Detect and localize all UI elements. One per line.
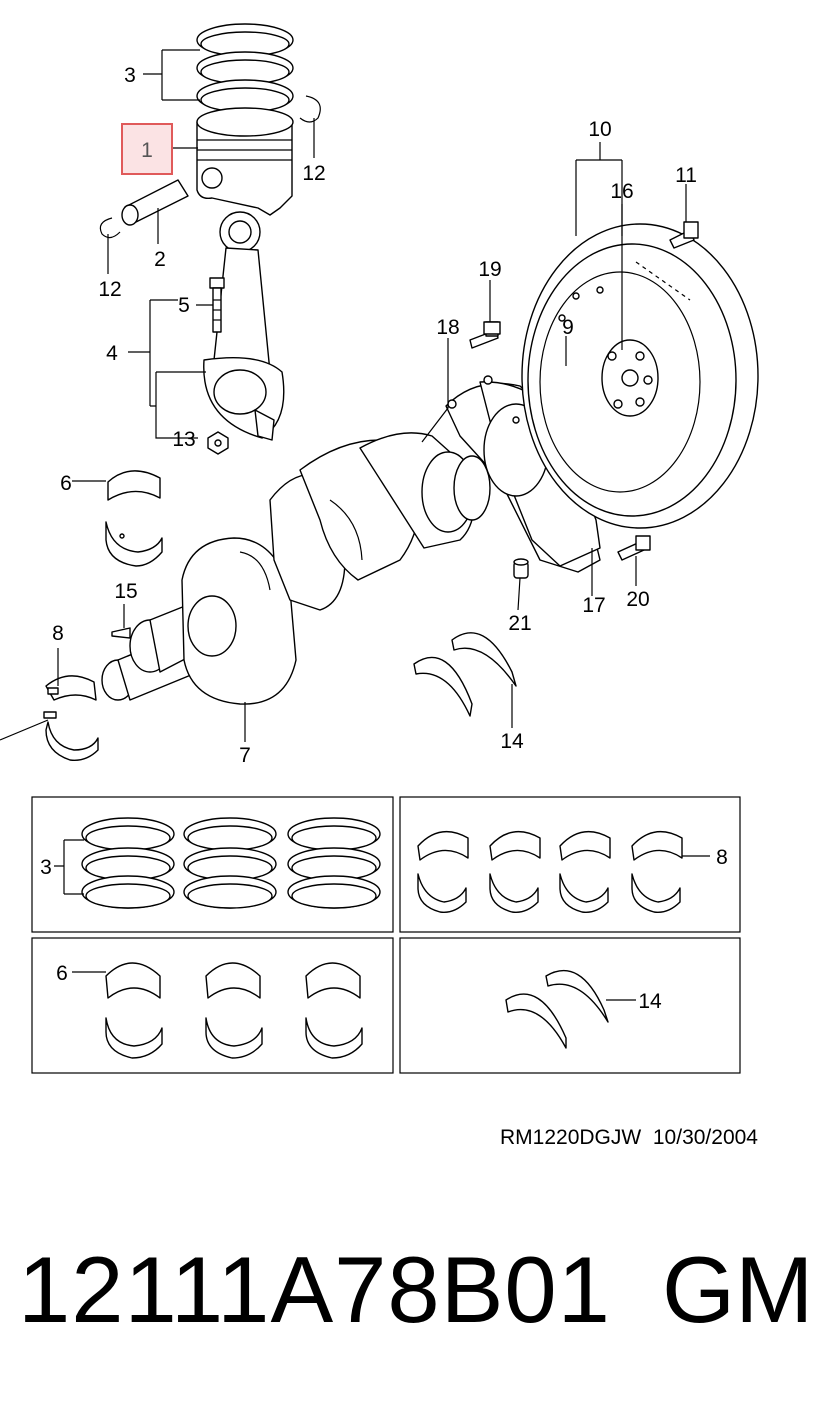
housing-bolt-20 xyxy=(617,535,651,561)
callout-2: 2 xyxy=(154,248,166,271)
reference-code-id: RM1220DGJW xyxy=(500,1126,642,1149)
flywheel-bolt xyxy=(669,221,699,249)
leader-lines xyxy=(0,49,687,742)
callout-8: 8 xyxy=(52,622,64,645)
housing-bolt-19 xyxy=(483,321,501,335)
callout-4: 4 xyxy=(106,342,118,365)
ring-set-2 xyxy=(183,817,277,909)
main-bearing-upper xyxy=(45,675,97,701)
callout-6: 6 xyxy=(60,472,72,495)
snap-ring-right xyxy=(299,95,321,123)
crankshaft xyxy=(101,432,491,705)
callout-11: 11 xyxy=(675,164,697,187)
callout-12: 12 xyxy=(302,162,325,185)
main-bearing-pair-4 xyxy=(631,830,683,913)
rod-bearing-pair-1 xyxy=(105,962,163,1059)
callout-15: 15 xyxy=(114,580,137,603)
snap-ring-left xyxy=(99,217,121,239)
highlight-box[interactable] xyxy=(121,123,173,175)
piston xyxy=(196,107,294,216)
callout-3: 3 xyxy=(124,64,136,87)
callout-5: 5 xyxy=(178,294,190,317)
callout-1: 1 xyxy=(141,139,153,162)
kit-box-thrust-washers: 14 xyxy=(399,937,741,1074)
main-bearing-pair-2 xyxy=(489,830,541,913)
kit-box-piston-rings: 3 xyxy=(31,796,394,933)
callout-8: 8 xyxy=(716,846,728,869)
callout-10: 10 xyxy=(588,118,611,141)
callout-labels: 1 3 12 2 12 5 4 13 6 15 8 7 10 16 11 19 … xyxy=(52,64,697,767)
callout-9: 9 xyxy=(562,316,574,339)
callout-14: 14 xyxy=(638,990,662,1013)
callout-18: 18 xyxy=(436,316,459,339)
ring-set-3 xyxy=(287,817,381,909)
piston-ring-set xyxy=(196,23,294,113)
callout-20: 20 xyxy=(626,588,649,611)
callout-17: 17 xyxy=(582,594,605,617)
main-bearing-pair-1 xyxy=(417,830,469,913)
main-bearing-lower xyxy=(43,711,99,761)
callout-16: 16 xyxy=(610,180,633,203)
callout-14: 14 xyxy=(500,730,524,753)
thrust-washer-set xyxy=(413,632,517,717)
flywheel xyxy=(521,223,759,529)
part-number: 12111A78B01 xyxy=(18,1237,611,1342)
brand-name: GM xyxy=(662,1237,814,1342)
callout-7: 7 xyxy=(239,744,251,767)
callout-19: 19 xyxy=(478,258,501,281)
connecting-rod xyxy=(203,211,285,441)
rod-nut xyxy=(207,431,229,455)
rod-bearing-upper xyxy=(107,470,161,501)
rod-bearing-lower xyxy=(105,521,163,567)
callout-6: 6 xyxy=(56,962,68,985)
ring-set-1 xyxy=(81,817,175,909)
callout-12: 12 xyxy=(98,278,121,301)
rod-bearing-pair-2 xyxy=(205,962,263,1059)
kit-box-rod-bearings: 6 xyxy=(31,937,394,1074)
kit-box-main-bearings: 8 xyxy=(399,796,741,933)
callout-3: 3 xyxy=(40,856,52,879)
piston-pin xyxy=(121,179,189,226)
rod-bearing-pair-3 xyxy=(305,962,363,1059)
rod-bolt xyxy=(209,277,225,333)
reference-date: 10/30/2004 xyxy=(652,1126,758,1149)
dowel-pin xyxy=(513,558,529,579)
woodruff-key xyxy=(111,627,131,639)
main-bearing-pair-3 xyxy=(559,830,611,913)
callout-13: 13 xyxy=(172,428,195,451)
callout-21: 21 xyxy=(508,612,531,635)
reference-code: RM1220DGJW 10/30/2004 xyxy=(500,1126,758,1150)
